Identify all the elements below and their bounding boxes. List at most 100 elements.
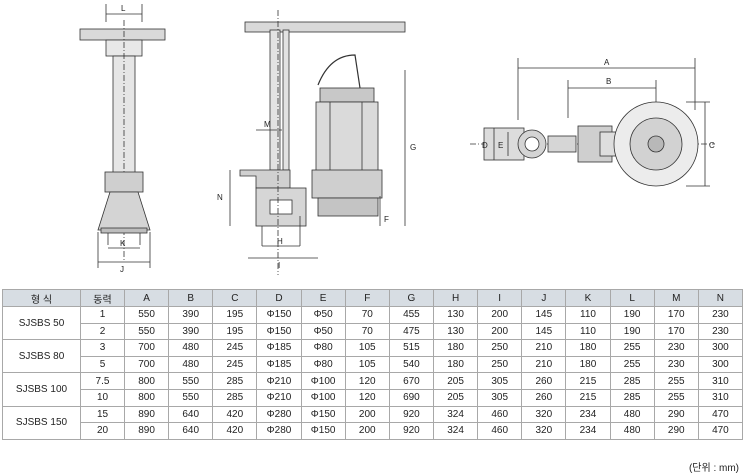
table-cell: 190 <box>609 306 655 324</box>
table-cell: 180 <box>432 339 479 357</box>
side-view <box>229 10 406 275</box>
table-cell: 300 <box>697 339 744 357</box>
table-cell: 205 <box>432 372 479 390</box>
front-view <box>79 4 166 268</box>
column-header: B <box>168 289 214 307</box>
table-cell: 250 <box>477 339 523 357</box>
table-cell: 320 <box>521 422 567 440</box>
table-cell: Φ80 <box>300 355 346 374</box>
column-header: E <box>300 289 346 307</box>
column-header: G <box>388 289 434 307</box>
dim-label-h: H <box>277 237 283 246</box>
table-cell: 285 <box>212 372 258 390</box>
table-cell: 420 <box>212 405 258 424</box>
table-cell: 195 <box>212 306 258 324</box>
table-cell: 890 <box>123 422 170 440</box>
table-cell: 145 <box>521 322 567 341</box>
table-cell: 800 <box>123 388 170 407</box>
table-cell: 670 <box>388 372 434 390</box>
table-cell: 255 <box>653 388 699 407</box>
table-cell: 110 <box>565 306 611 324</box>
table-cell: 455 <box>388 306 434 324</box>
table-cell: 550 <box>123 322 170 341</box>
table-cell: 920 <box>388 405 434 424</box>
table-cell: 250 <box>477 355 523 374</box>
table-cell: 245 <box>212 339 258 357</box>
model-cell: SJSBS 100 <box>2 372 81 407</box>
table-cell: 245 <box>212 355 258 374</box>
table-cell: 390 <box>168 306 214 324</box>
table-cell: Φ185 <box>256 355 302 374</box>
table-cell: Φ50 <box>300 322 346 341</box>
table-cell: 170 <box>653 306 699 324</box>
table-cell: 200 <box>344 405 390 424</box>
table-cell: 205 <box>432 388 479 407</box>
table-cell: 200 <box>477 322 523 341</box>
table-cell: 800 <box>123 372 170 390</box>
table-cell: 10 <box>80 388 125 407</box>
table-cell: Φ100 <box>300 388 346 407</box>
table-cell: 480 <box>168 355 214 374</box>
table-cell: 305 <box>477 388 523 407</box>
table-cell: 130 <box>432 306 479 324</box>
column-header: 형 식 <box>2 289 81 307</box>
table-cell: Φ100 <box>300 372 346 390</box>
dim-label-i: I <box>278 261 280 270</box>
dim-label-b: B <box>606 77 611 86</box>
table-cell: Φ210 <box>256 388 302 407</box>
column-header: N <box>697 289 744 307</box>
table-cell: 640 <box>168 405 214 424</box>
unit-note: (단위 : mm) <box>688 463 739 474</box>
table-cell: 70 <box>344 322 390 341</box>
table-cell: Φ280 <box>256 405 302 424</box>
table-cell: 230 <box>697 322 744 341</box>
table-cell: 550 <box>123 306 170 324</box>
table-cell: Φ150 <box>256 322 302 341</box>
dim-label-f: F <box>384 215 389 224</box>
table-cell: Φ150 <box>300 405 346 424</box>
table-cell: 920 <box>388 422 434 440</box>
table-cell: 460 <box>477 405 523 424</box>
table-cell: 210 <box>521 339 567 357</box>
table-cell: 470 <box>697 405 744 424</box>
table-cell: 540 <box>388 355 434 374</box>
table-cell: 234 <box>565 405 611 424</box>
table-cell: 470 <box>697 422 744 440</box>
table-cell: 324 <box>432 405 479 424</box>
table-cell: 390 <box>168 322 214 341</box>
table-cell: 260 <box>521 372 567 390</box>
column-header: D <box>256 289 302 307</box>
table-cell: 700 <box>123 339 170 357</box>
table-cell: 120 <box>344 388 390 407</box>
table-cell: 195 <box>212 322 258 341</box>
table-cell: 890 <box>123 405 170 424</box>
dim-label-k: K <box>120 239 126 248</box>
table-cell: Φ150 <box>300 422 346 440</box>
table-cell: Φ80 <box>300 339 346 357</box>
table-cell: 310 <box>697 372 744 390</box>
table-cell: 105 <box>344 355 390 374</box>
column-header: J <box>521 289 567 307</box>
dim-label-c: C <box>709 141 715 150</box>
dim-label-d: D <box>482 141 488 150</box>
table-cell: 110 <box>565 322 611 341</box>
dim-label-m: M <box>264 120 271 129</box>
dim-label-l: L <box>121 4 126 13</box>
table-cell: 550 <box>168 372 214 390</box>
table-cell: 285 <box>609 388 655 407</box>
table-cell: 320 <box>521 405 567 424</box>
table-cell: 215 <box>565 388 611 407</box>
table-cell: 15 <box>80 405 125 424</box>
column-header: 동력 <box>80 289 125 307</box>
table-cell: 305 <box>477 372 523 390</box>
table-cell: Φ50 <box>300 306 346 324</box>
table-cell: 260 <box>521 388 567 407</box>
table-cell: 230 <box>697 306 744 324</box>
table-cell: 20 <box>80 422 125 440</box>
column-header: A <box>123 289 170 307</box>
table-cell: 180 <box>432 355 479 374</box>
table-cell: 200 <box>477 306 523 324</box>
